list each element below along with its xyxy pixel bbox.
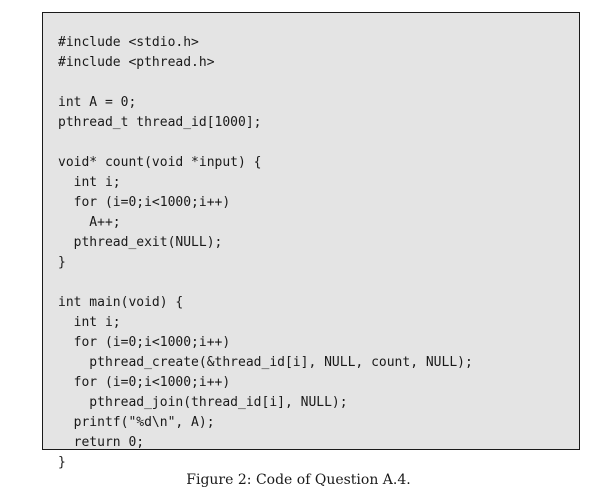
code-line: pthread_create(&thread_id[i], NULL, coun… <box>58 355 473 370</box>
code-line: void* count(void *input) { <box>58 155 262 170</box>
code-line: pthread_t thread_id[1000]; <box>58 115 262 130</box>
figure-caption: Figure 2: Code of Question A.4. <box>186 472 411 488</box>
code-line: #include <stdio.h> <box>58 35 199 50</box>
code-line: pthread_join(thread_id[i], NULL); <box>58 395 348 410</box>
code-line: int i; <box>58 315 121 330</box>
code-line: int i; <box>58 175 121 190</box>
code-listing: #include <stdio.h> #include <pthread.h> … <box>58 33 473 473</box>
code-line: return 0; <box>58 435 145 450</box>
code-line: for (i=0;i<1000;i++) <box>58 335 231 350</box>
code-line: #include <pthread.h> <box>58 55 215 70</box>
code-line <box>58 73 473 93</box>
code-line: for (i=0;i<1000;i++) <box>58 195 231 210</box>
code-listing-box: #include <stdio.h> #include <pthread.h> … <box>42 12 580 470</box>
code-line <box>58 133 473 153</box>
code-line: int A = 0; <box>58 95 137 110</box>
code-line: for (i=0;i<1000;i++) <box>58 375 231 390</box>
code-line: int main(void) { <box>58 295 184 310</box>
code-line: pthread_exit(NULL); <box>58 235 223 250</box>
code-line: } <box>58 455 66 470</box>
code-line: } <box>58 255 66 270</box>
code-line <box>58 273 473 293</box>
code-line: A++; <box>58 215 121 230</box>
code-line: printf("%d\n", A); <box>58 415 215 430</box>
